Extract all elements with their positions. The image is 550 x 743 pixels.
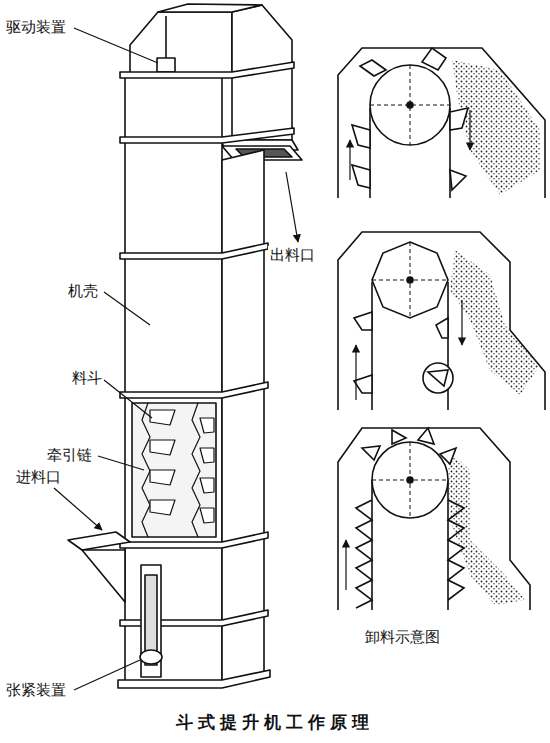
part-label: 料斗 [70,369,104,387]
figure-caption: 斗式提升机工作原理 [0,712,550,732]
part-label: 驱动装置 [4,18,68,36]
part-label: 张紧装置 [4,681,68,699]
figure-label: 卸料示意图 [363,628,442,646]
part-label: 出料口 [268,246,317,264]
part-label: 牵引链 [45,446,94,464]
part-label: 进料口 [14,468,63,486]
part-label: 机壳 [66,282,100,300]
